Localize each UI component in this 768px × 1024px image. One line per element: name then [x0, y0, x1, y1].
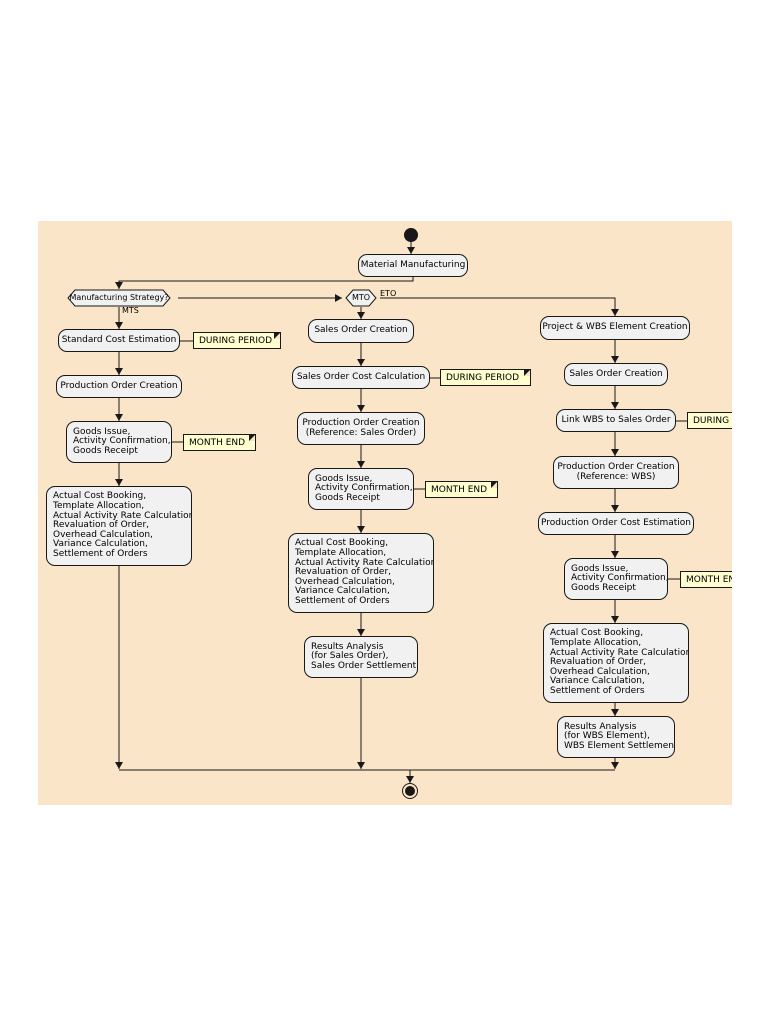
- standard-cost-estimation-node: Standard Cost Estimation: [58, 329, 180, 352]
- strategy-decision-label: Manufacturing Strategy?: [69, 293, 169, 302]
- end-node: [402, 783, 418, 799]
- eto-results-analysis-node: Results Analysis (for WBS Element), WBS …: [557, 716, 675, 758]
- eto-goods-issue-node: Goods Issue, Activity Confirmation, Good…: [564, 558, 668, 600]
- eto-branch-label: ETO: [380, 289, 397, 298]
- mts-actual-cost-booking-node: Actual Cost Booking, Template Allocation…: [46, 486, 192, 566]
- connector-arrowhead: [611, 356, 619, 363]
- diagram-connectors: [115, 242, 687, 783]
- mto-production-order-creation-node: Production Order Creation (Reference: Sa…: [297, 412, 425, 445]
- connector-arrowhead: [357, 526, 365, 533]
- connector-arrowhead: [115, 762, 123, 769]
- material-manufacturing-node: Material Manufacturing: [358, 254, 468, 277]
- connector-arrowhead: [611, 616, 619, 623]
- eto-link-wbs-node: Link WBS to Sales Order: [556, 409, 676, 432]
- connector-line: [118, 277, 414, 289]
- connector-arrowhead: [115, 368, 123, 375]
- mto-decision-label: MTO: [351, 293, 371, 302]
- connector-arrowhead: [611, 551, 619, 558]
- connector-arrowhead: [115, 322, 123, 329]
- mto-sales-order-creation-node: Sales Order Creation: [308, 319, 414, 343]
- connector-arrowhead: [115, 414, 123, 421]
- connector-arrowhead: [357, 461, 365, 468]
- connector-arrowhead: [115, 479, 123, 486]
- eto-production-order-creation-node: Production Order Creation (Reference: WB…: [553, 456, 679, 489]
- mto-month-end-note: MONTH END: [425, 481, 498, 498]
- eto-production-order-cost-estimation-node: Production Order Cost Estimation: [538, 512, 694, 535]
- connector-arrowhead: [357, 405, 365, 412]
- connector-arrowhead: [611, 449, 619, 456]
- connector-line: [380, 297, 616, 316]
- connector-arrowhead: [357, 312, 365, 319]
- connector-arrowhead: [406, 776, 414, 783]
- mts-goods-issue-node: Goods Issue, Activity Confirmation, Good…: [66, 421, 172, 463]
- mto-actual-cost-booking-node: Actual Cost Booking, Template Allocation…: [288, 533, 434, 613]
- mto-goods-issue-node: Goods Issue, Activity Confirmation, Good…: [308, 468, 414, 510]
- mto-decision-diamond: [345, 289, 377, 307]
- connector-arrowhead: [611, 505, 619, 512]
- eto-during-note: DURING: [687, 412, 732, 429]
- connector-arrowhead: [357, 762, 365, 769]
- mts-branch-label: MTS: [122, 306, 139, 315]
- connector-arrowhead: [357, 629, 365, 636]
- connector-arrowhead: [357, 359, 365, 366]
- start-node: [404, 228, 418, 242]
- mto-during-period-note: DURING PERIOD: [440, 369, 531, 386]
- connector-arrowhead: [407, 247, 415, 254]
- mto-results-analysis-node: Results Analysis (for Sales Order), Sale…: [304, 636, 418, 678]
- connector-arrowhead: [115, 282, 123, 289]
- connector-arrowhead: [335, 294, 342, 302]
- mto-sales-order-cost-calculation-node: Sales Order Cost Calculation: [292, 366, 430, 389]
- connector-arrowhead: [611, 709, 619, 716]
- eto-actual-cost-booking-node: Actual Cost Booking, Template Allocation…: [543, 623, 689, 703]
- connector-arrowhead: [611, 309, 619, 316]
- mts-during-period-note: DURING PERIOD: [193, 332, 281, 349]
- activity-diagram: Material Manufacturing Manufacturing Str…: [38, 221, 732, 805]
- connector-arrowhead: [611, 762, 619, 769]
- eto-month-end-note: MONTH EN: [680, 571, 732, 588]
- mts-production-order-creation-node: Production Order Creation: [56, 375, 182, 398]
- mts-month-end-note: MONTH END: [183, 434, 256, 451]
- connector-arrowhead: [611, 402, 619, 409]
- strategy-decision-diamond: [67, 289, 171, 307]
- eto-sales-order-creation-node: Sales Order Creation: [564, 363, 668, 386]
- eto-project-wbs-creation-node: Project & WBS Element Creation: [540, 316, 690, 340]
